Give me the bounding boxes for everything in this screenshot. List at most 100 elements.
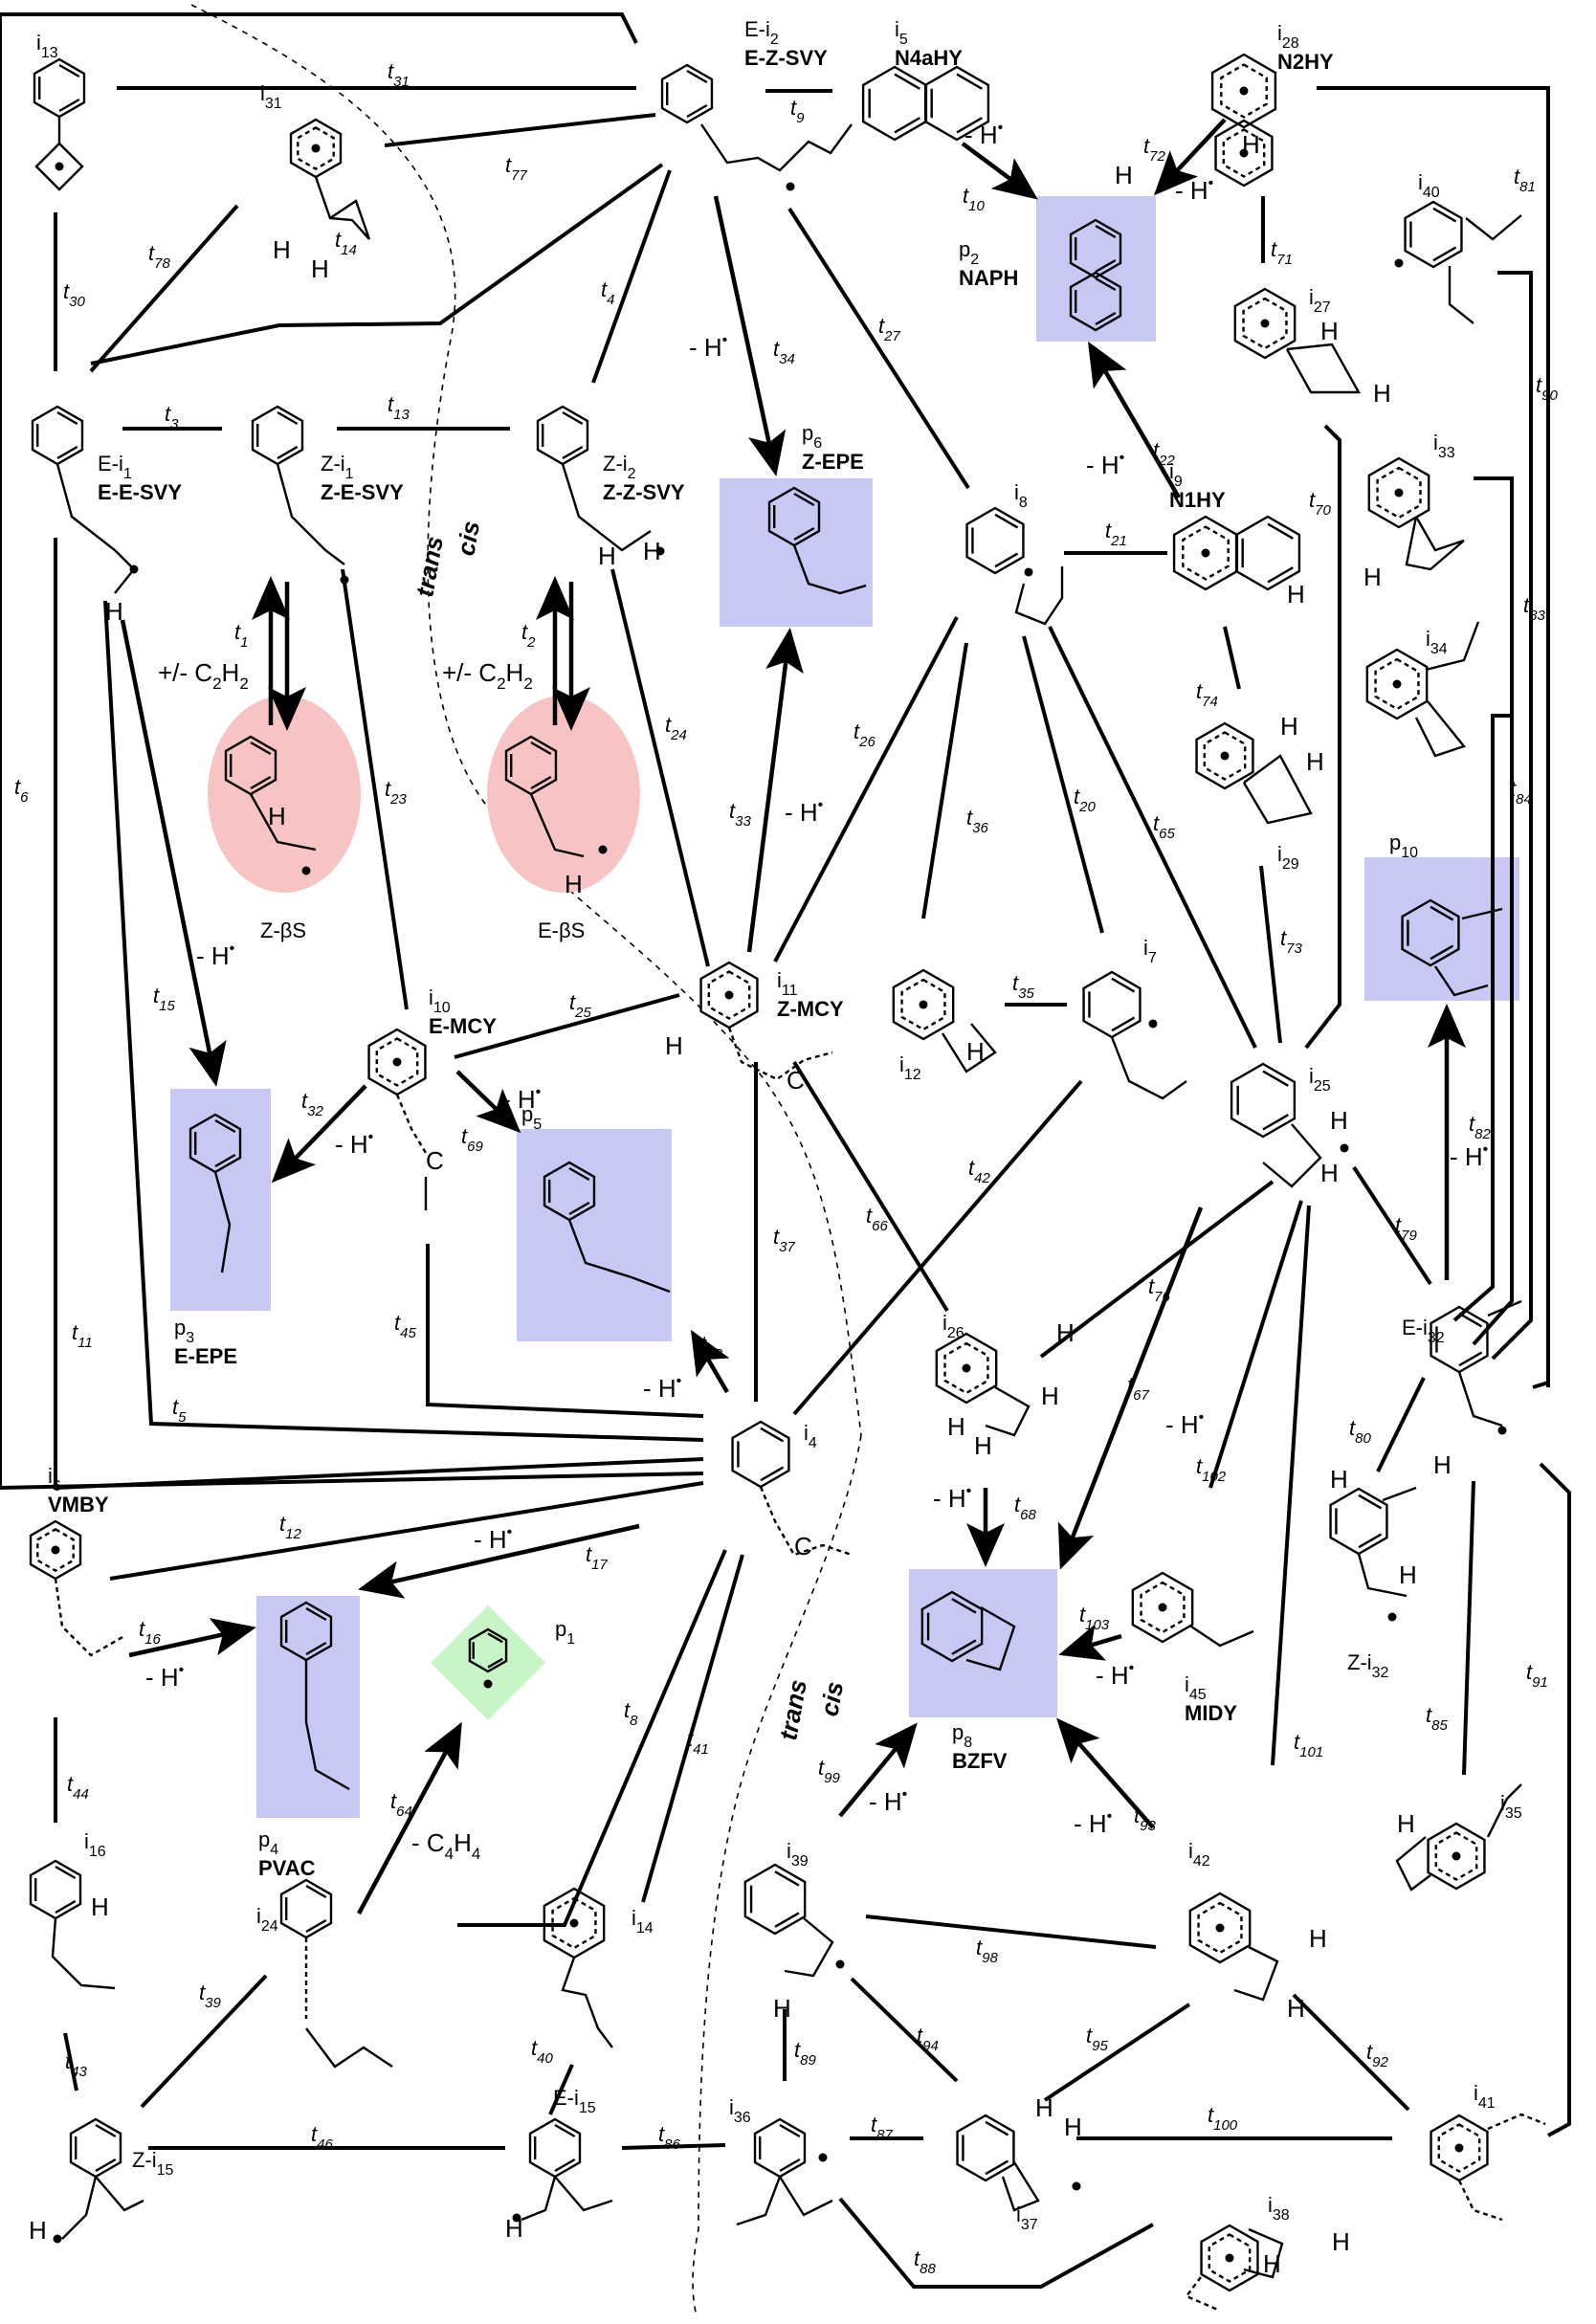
minus-h-t69: - H• bbox=[502, 1084, 541, 1114]
species-label-p4: p4 bbox=[258, 1827, 278, 1858]
transition-label-t13: t13 bbox=[388, 392, 410, 423]
transition-label-t21: t21 bbox=[1105, 519, 1127, 549]
cis-label-bottom: cis bbox=[814, 1679, 849, 1718]
bond-chain bbox=[1425, 621, 1480, 672]
trans-label-top: trans bbox=[410, 534, 449, 599]
species-label-E-i15: E-i15 bbox=[553, 2086, 596, 2116]
species-label-p2: p2 bbox=[959, 237, 979, 268]
z-i2-ring bbox=[536, 405, 589, 466]
carbon-atom-0: C bbox=[794, 1532, 812, 1560]
transition-label-t90: t90 bbox=[1536, 373, 1558, 404]
bond-chain bbox=[1457, 1371, 1503, 1428]
edge-t85 bbox=[1462, 1480, 1475, 1776]
species-name-i28: N2HY bbox=[1277, 50, 1334, 74]
bond-chain bbox=[792, 544, 867, 595]
radical-dot bbox=[512, 2213, 521, 2223]
transition-label-t84: t84 bbox=[1510, 777, 1532, 808]
i35-ring bbox=[1427, 1822, 1486, 1891]
species-label-i14: i14 bbox=[632, 1906, 654, 1937]
species-label-i13: i13 bbox=[36, 31, 58, 61]
i6-ring bbox=[29, 1519, 82, 1581]
bond-chain bbox=[1434, 965, 1489, 997]
hydrogen-atom-16: H bbox=[1309, 1924, 1327, 1953]
transition-label-t24: t24 bbox=[665, 713, 687, 743]
transition-label-t4: t4 bbox=[601, 277, 614, 308]
transition-label-t74: t74 bbox=[1196, 679, 1218, 710]
bond-chain bbox=[1465, 214, 1522, 241]
reaction-arrows bbox=[120, 118, 1466, 1915]
arrow-t67 bbox=[1057, 1206, 1204, 1570]
edge-t102 bbox=[1208, 1200, 1303, 1489]
minus-h-t68: - H• bbox=[933, 1483, 971, 1513]
transition-label-t64: t64 bbox=[390, 1789, 412, 1820]
edge-t76 bbox=[1039, 1180, 1275, 1359]
species-label-i12: i12 bbox=[899, 1052, 921, 1083]
i33-ring bbox=[1367, 456, 1430, 529]
i8-ring bbox=[965, 506, 1025, 575]
edge-t5b bbox=[0, 1472, 704, 1490]
transition-label-t81: t81 bbox=[1514, 165, 1536, 195]
c2h2-loss-t2: +/- C2H2 bbox=[442, 658, 533, 693]
species-label-i42: i42 bbox=[1188, 1839, 1210, 1870]
transition-label-t37: t37 bbox=[773, 1225, 795, 1255]
bond-chain bbox=[1357, 1553, 1408, 1598]
transition-label-t66: t66 bbox=[866, 1204, 888, 1234]
species-label-Z-i15: Z-i15 bbox=[132, 2148, 174, 2179]
species-label-i33: i33 bbox=[1433, 431, 1455, 461]
arrow-t64 bbox=[357, 1721, 462, 1915]
minus-h-t16: - H• bbox=[145, 1662, 184, 1692]
bond-chain bbox=[1486, 1783, 1522, 1838]
radical-dot bbox=[301, 866, 311, 875]
species-label-i36: i36 bbox=[729, 2095, 751, 2126]
arrow-t103 bbox=[1058, 1624, 1122, 1661]
transition-label-t44: t44 bbox=[67, 1772, 89, 1803]
transition-label-t3: t3 bbox=[165, 402, 179, 432]
p2-ring-a bbox=[1069, 218, 1122, 279]
i12-ring bbox=[892, 968, 955, 1041]
bond-chain bbox=[567, 1219, 671, 1294]
hydrogen-atom-26: H bbox=[947, 1412, 965, 1441]
i42-ring bbox=[1188, 1892, 1252, 1964]
edge-t4 bbox=[591, 169, 672, 384]
bond-chain bbox=[1461, 907, 1503, 920]
radical-dot bbox=[818, 2153, 828, 2162]
i34-ring bbox=[1365, 648, 1429, 720]
bond-chain bbox=[1487, 1299, 1522, 1317]
species-label-p6: p6 bbox=[802, 421, 822, 452]
transition-label-t102: t102 bbox=[1196, 1454, 1227, 1485]
edge-t26 bbox=[773, 616, 959, 963]
i5-ring-b bbox=[923, 65, 990, 142]
edge-t39 bbox=[140, 1974, 268, 2109]
hydrogen-atom-6: H bbox=[1363, 563, 1382, 591]
carbon-atom-2: C bbox=[426, 1146, 444, 1175]
i9-ring-a bbox=[1172, 515, 1239, 591]
transition-label-t103: t103 bbox=[1079, 1603, 1110, 1633]
species-label-E-i32: E-i32 bbox=[1402, 1316, 1445, 1346]
i25-ring bbox=[1230, 1062, 1297, 1139]
transition-label-t65: t65 bbox=[1153, 811, 1175, 842]
transition-label-t82: t82 bbox=[1469, 1112, 1491, 1142]
i29-ring bbox=[1195, 721, 1254, 790]
species-label-E-i2: E-i2 bbox=[744, 17, 779, 48]
z-i32-ring bbox=[1329, 1487, 1388, 1556]
bond-chain bbox=[1001, 2161, 1040, 2212]
minus-h-t22: - H• bbox=[1086, 450, 1124, 479]
species-name-E-i1: E-E-SVY bbox=[98, 480, 182, 504]
transition-label-t80: t80 bbox=[1349, 1416, 1371, 1447]
species-name-i45: MIDY bbox=[1185, 1701, 1237, 1725]
hydrogen-atom-8: H bbox=[1320, 1159, 1339, 1187]
transition-label-t20: t20 bbox=[1074, 785, 1096, 815]
hydrogen-atom-33: H bbox=[311, 255, 329, 283]
i4-ring bbox=[731, 1420, 790, 1489]
radical-dot bbox=[655, 546, 665, 556]
radical-dot bbox=[483, 1679, 493, 1689]
edge-t92 bbox=[1292, 1993, 1410, 2112]
transition-label-t33: t33 bbox=[729, 799, 751, 830]
species-label-E-i1: E-i1 bbox=[98, 452, 132, 482]
bond-chain bbox=[1487, 2113, 1546, 2131]
bond-chain bbox=[61, 2176, 98, 2240]
species-label-p10: p10 bbox=[1389, 830, 1418, 861]
edge-t12 bbox=[109, 1481, 704, 1581]
molecule-structures bbox=[29, 53, 1546, 2313]
transition-label-t85: t85 bbox=[1426, 1703, 1448, 1734]
